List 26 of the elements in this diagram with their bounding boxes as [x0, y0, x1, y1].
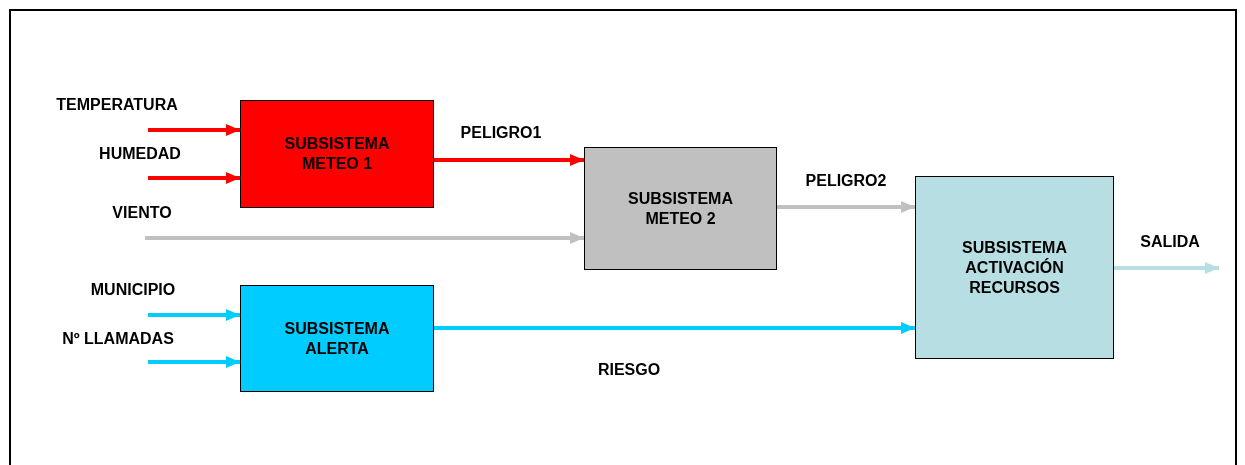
box-label: SUBSISTEMA ACTIVACIÓN RECURSOS [961, 237, 1068, 298]
edge-label: SALIDA [1140, 232, 1200, 251]
box-label: SUBSISTEMA METEO 1 [283, 134, 391, 174]
edge-label: Nº LLAMADAS [62, 329, 174, 348]
arrow [434, 322, 915, 334]
subsystem-box [240, 100, 434, 208]
arrow [148, 172, 240, 184]
arrow [148, 356, 240, 368]
box-label: SUBSISTEMA METEO 2 [627, 188, 734, 229]
subsystem-box [584, 147, 777, 270]
box-label: SUBSISTEMA ALERTA [283, 318, 391, 359]
edge-label: TEMPERATURA [56, 95, 178, 114]
edge-label: PELIGRO2 [805, 171, 887, 190]
arrow [777, 201, 915, 213]
subsystem-box [240, 285, 434, 392]
arrow [148, 124, 240, 136]
edge-label: PELIGRO1 [460, 123, 542, 142]
edge-label: HUMEDAD [99, 144, 181, 163]
edge-label: MUNICIPIO [90, 280, 176, 299]
edge-label: VIENTO [112, 203, 172, 222]
arrow [148, 309, 240, 321]
arrow [145, 232, 584, 244]
edge-label: RIESGO [597, 360, 661, 379]
arrow [1114, 262, 1219, 274]
arrow [434, 154, 584, 166]
subsystem-box [915, 176, 1114, 359]
